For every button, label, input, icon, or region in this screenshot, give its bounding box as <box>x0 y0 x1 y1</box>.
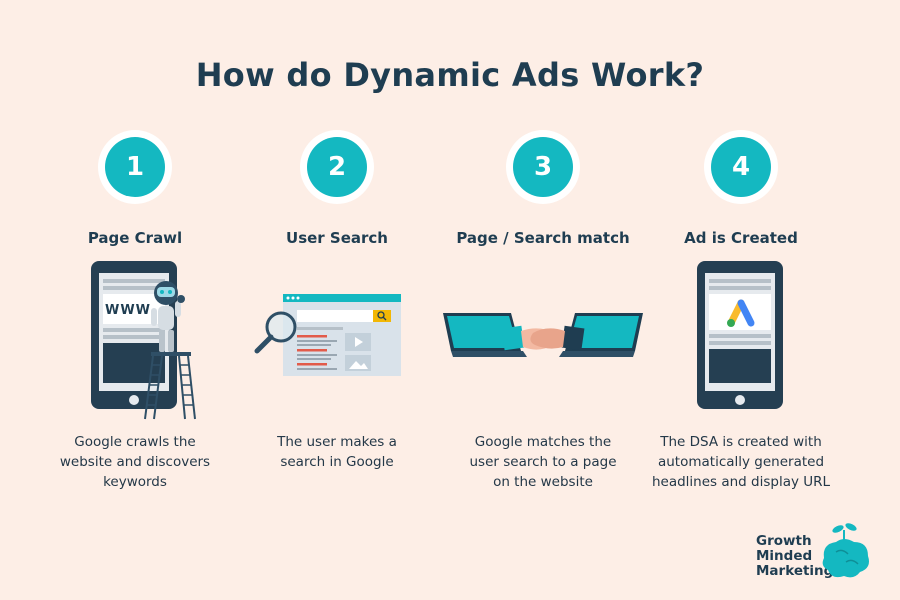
step-title: Ad is Created <box>684 229 798 247</box>
user-search-illustration <box>237 261 437 421</box>
step-number-ring: 4 <box>704 130 778 204</box>
ad-created-illustration <box>641 261 841 421</box>
phone-google-ads-icon <box>697 261 783 409</box>
step-user-search: 2 User Search <box>237 130 437 421</box>
page-crawl-illustration: WWW <box>35 261 235 421</box>
handshake-icon <box>443 313 643 357</box>
step-description: The DSA is created with automatically ge… <box>651 434 831 490</box>
step-number-badge: 2 <box>307 137 367 197</box>
brain-plant-icon <box>822 523 869 578</box>
step-description: Google crawls the website and discovers … <box>59 434 211 490</box>
step-number-ring: 2 <box>300 130 374 204</box>
www-label: WWW <box>104 303 152 318</box>
step-description: Google matches the user search to a page… <box>469 434 617 490</box>
step-number-badge: 4 <box>711 137 771 197</box>
brand-name: Growth Minded Marketing <box>756 533 834 579</box>
browser-search-icon <box>254 294 401 376</box>
step-number-badge: 3 <box>513 137 573 197</box>
step-ad-is-created: 4 Ad is Created <box>641 130 841 421</box>
step-number-ring: 1 <box>98 130 172 204</box>
page-search-match-illustration <box>443 261 643 421</box>
step-number-ring: 3 <box>506 130 580 204</box>
step-page-search-match: 3 Page / Search match <box>443 130 643 421</box>
step-number-badge: 1 <box>105 137 165 197</box>
step-page-crawl: 1 Page Crawl <box>35 130 235 421</box>
step-title: Page / Search match <box>456 229 630 247</box>
step-title: Page Crawl <box>87 229 183 247</box>
brand-logo: Growth Minded Marketing <box>756 522 886 584</box>
page-title: How do Dynamic Ads Work? <box>195 56 705 94</box>
step-title: User Search <box>286 229 388 247</box>
step-description: The user makes a search in Google <box>277 434 397 470</box>
phone-robot-ladder-icon <box>91 261 196 420</box>
